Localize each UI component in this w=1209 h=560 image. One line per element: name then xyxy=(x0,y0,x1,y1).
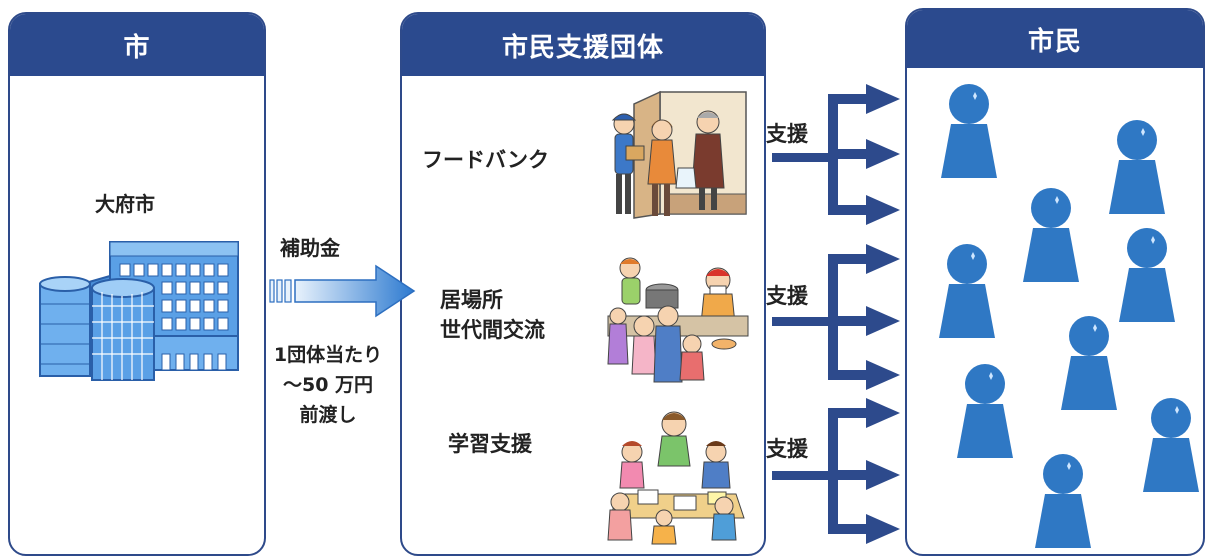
support-arrow-group-3 xyxy=(772,398,900,544)
subsidy-amount-line: 1団体当たり xyxy=(273,344,383,366)
citizen-person-icon xyxy=(1109,120,1165,214)
subsidy-label: 補助金 xyxy=(280,236,340,260)
citizen-person-icon xyxy=(1023,188,1079,282)
support-org-panel-header: 市民支援団体 xyxy=(402,14,764,76)
org-learning-support: 学習支援 xyxy=(448,432,532,456)
support-arrows xyxy=(772,84,900,544)
org-food-bank: フードバンク xyxy=(422,148,550,172)
citizen-person-icon xyxy=(1119,228,1175,322)
subsidy-amount: 1団体当たり ～50 万円 前渡し xyxy=(258,340,398,430)
support-label: 支援 xyxy=(766,284,808,308)
city-hall-building-icon xyxy=(39,241,239,381)
citizen-person-icon xyxy=(941,84,997,178)
learning-support-illustration xyxy=(607,411,745,545)
citizen-person-icon xyxy=(957,364,1013,458)
citizen-figures xyxy=(939,84,1199,548)
org-ibasho-line: 居場所 xyxy=(440,288,503,312)
city-name: 大府市 xyxy=(95,192,155,216)
city-panel-header: 市 xyxy=(10,14,264,76)
food-bank-illustration xyxy=(611,90,747,219)
ibasho-illustration xyxy=(607,257,749,383)
citizen-person-icon xyxy=(939,244,995,338)
citizen-person-icon xyxy=(1143,398,1199,492)
subsidy-arrow-icon xyxy=(269,264,416,318)
org-ibasho: 居場所 世代間交流 xyxy=(440,285,545,345)
citizen-person-icon xyxy=(1035,454,1091,548)
subsidy-amount-line: ～50 万円 xyxy=(282,374,374,396)
citizens-panel-header: 市民 xyxy=(907,10,1203,68)
support-label: 支援 xyxy=(766,437,808,461)
support-label: 支援 xyxy=(766,122,808,146)
org-ibasho-line: 世代間交流 xyxy=(440,318,545,342)
subsidy-amount-line: 前渡し xyxy=(299,404,357,426)
support-arrow-group-1 xyxy=(772,84,900,225)
citizen-person-icon xyxy=(1061,316,1117,410)
support-arrow-group-2 xyxy=(772,244,900,390)
